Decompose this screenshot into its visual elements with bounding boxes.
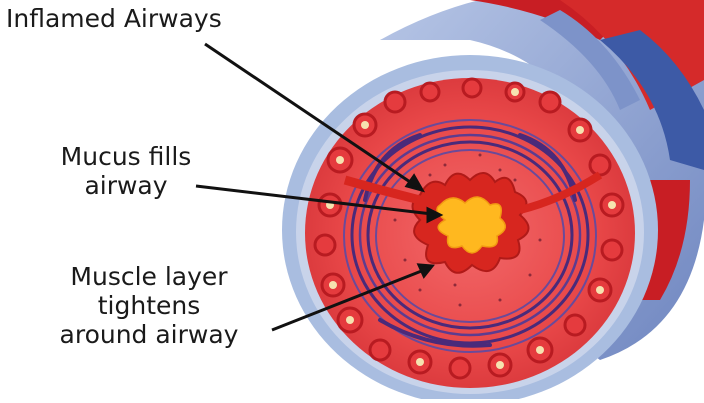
label-muscle-layer-tightens: Muscle layer tightens around airway xyxy=(18,262,280,349)
label-mucus-fills-airway: Mucus fills airway xyxy=(26,142,226,200)
label-inflamed-airways: Inflamed Airways xyxy=(6,4,306,33)
